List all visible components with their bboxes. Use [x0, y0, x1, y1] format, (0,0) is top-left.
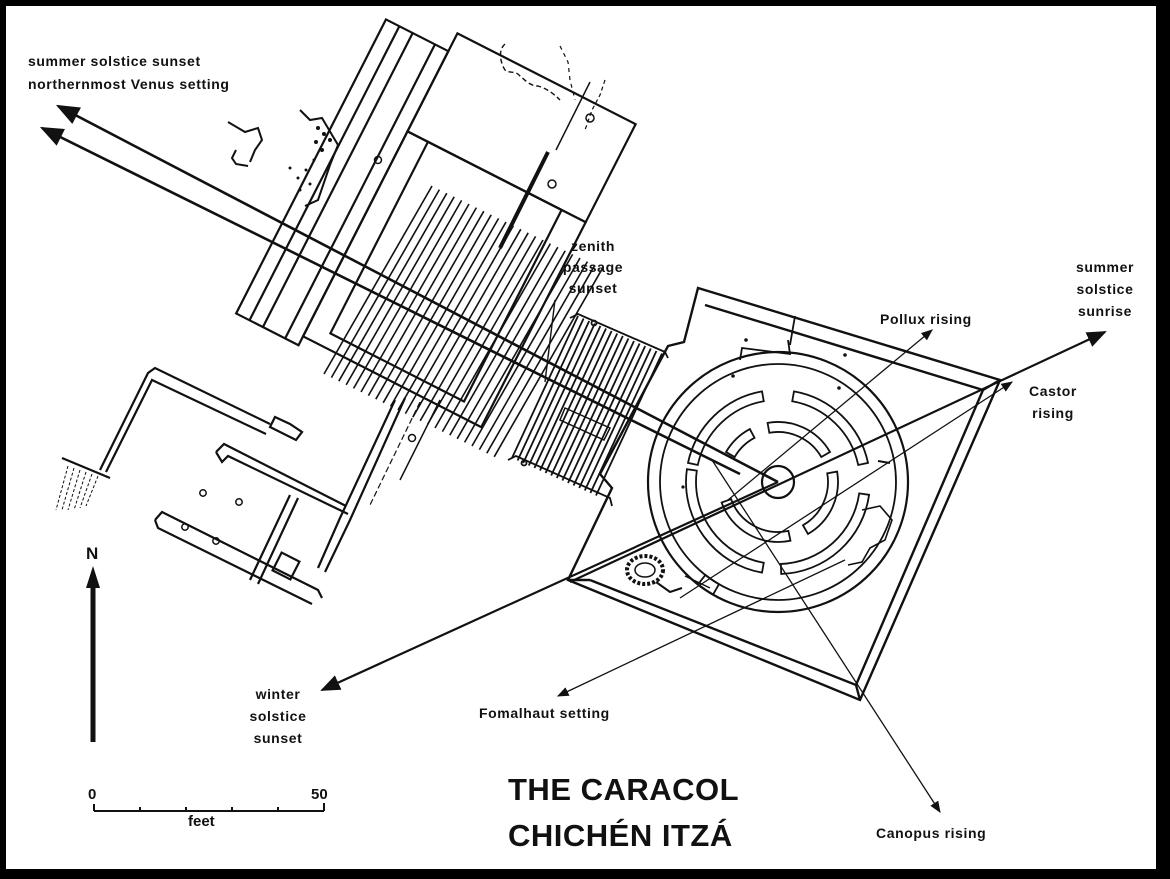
- stair-tread: [323, 185, 433, 375]
- rotunda-wall-segment: [779, 492, 871, 575]
- stair-tread: [471, 257, 581, 447]
- stair-tread: [583, 348, 652, 491]
- main-stairway: [323, 185, 603, 458]
- circular-ruin: [625, 554, 683, 594]
- north-arrow-icon: [86, 566, 100, 742]
- label-line: summer: [1075, 259, 1135, 275]
- stair-tread: [389, 218, 500, 407]
- scale-unit: feet: [188, 813, 215, 830]
- stair-tread: [561, 338, 630, 481]
- label-fomalhaut-setting: Fomalhaut setting: [479, 705, 610, 721]
- label-line: zenith: [570, 238, 616, 254]
- rotunda-wall-segment: [696, 573, 721, 596]
- lower-platform: [234, 17, 638, 458]
- drawing-paper: [6, 6, 1156, 869]
- label-line: sunset: [568, 280, 618, 296]
- stair-tread: [572, 343, 641, 486]
- stair-tread: [516, 318, 585, 461]
- annex-walls: [55, 366, 441, 605]
- stair-tread: [404, 225, 515, 414]
- stair-tread: [511, 315, 579, 459]
- label-line: passage: [562, 259, 624, 275]
- label-line: sunrise: [1078, 303, 1132, 319]
- stair-tread: [360, 203, 470, 393]
- ruins-fragment: [227, 109, 340, 207]
- stair-tread: [533, 325, 602, 469]
- stair-tread: [375, 210, 485, 400]
- stair-tread: [544, 330, 613, 474]
- stair-tread: [527, 323, 596, 466]
- scale-max: 50: [311, 786, 328, 803]
- stair-tread: [330, 189, 441, 378]
- title-line-1: THE CARACOL: [508, 772, 740, 807]
- stair-tread: [550, 333, 619, 476]
- sightline-canopus-rising: [711, 459, 941, 813]
- caracol-platform: [566, 286, 1002, 702]
- stair-tread: [352, 200, 463, 389]
- sightline-pollux-rising: [727, 329, 933, 501]
- stair-tread: [449, 246, 559, 436]
- scale-min: 0: [88, 786, 97, 803]
- label-summer-solstice-sunset: summer solstice sunset: [28, 53, 201, 69]
- stair-tread: [522, 320, 591, 464]
- scale-bar: [93, 803, 325, 812]
- rotunda-wall-segment: [801, 470, 839, 536]
- stair-tread: [367, 207, 478, 396]
- stair-tread: [338, 192, 448, 382]
- label-line: rising: [1032, 405, 1074, 421]
- stair-tread: [412, 228, 522, 418]
- stair-tread: [555, 335, 624, 479]
- north-letter: N: [86, 544, 99, 563]
- rotunda-wall-segment: [686, 390, 765, 467]
- sightline-fomalhaut-setting: [556, 559, 846, 697]
- label-canopus-rising: Canopus rising: [876, 825, 987, 841]
- label-pollux-rising: Pollux rising: [880, 311, 972, 327]
- stair-tread: [456, 250, 566, 440]
- sightline-venus-setting: [39, 126, 741, 476]
- stair-tread: [397, 221, 507, 411]
- rotunda-wall-segment: [791, 390, 870, 467]
- stair-tread: [463, 254, 574, 443]
- sightline-summer-solstice-sunset: [55, 104, 779, 484]
- label-line: sunset: [253, 730, 303, 746]
- stair-tread: [434, 239, 544, 429]
- stair-tread: [567, 340, 635, 484]
- stair-tread: [419, 232, 529, 422]
- label-northernmost-venus-setting: northernmost Venus setting: [28, 76, 230, 92]
- label-winter-solstice-sunset: winter solstice sunset: [238, 683, 318, 749]
- label-line: solstice: [249, 708, 307, 724]
- label-castor-rising: Castor rising: [1018, 380, 1088, 424]
- stair-tread: [345, 196, 455, 386]
- stair-tread: [426, 236, 537, 425]
- label-zenith-passage-sunset: zenith passage sunset: [550, 236, 636, 299]
- rotunda-wall-segment: [766, 421, 832, 459]
- label-line: Castor: [1029, 383, 1077, 399]
- label-line: winter: [255, 686, 301, 702]
- stair-tread: [578, 345, 647, 489]
- stair-tread: [539, 328, 607, 471]
- sight-lines: [39, 104, 1107, 813]
- rotunda-wall-segment: [724, 427, 756, 459]
- sightline-castor-rising: [679, 381, 1013, 599]
- label-line: solstice: [1076, 281, 1134, 297]
- sightline-winter-solstice-sunset: [320, 480, 779, 692]
- stair-tread: [441, 243, 552, 432]
- sightline-summer-solstice-sunrise: [569, 331, 1107, 583]
- sightline-zenith-passage: [544, 299, 556, 383]
- label-summer-solstice-sunrise: summer solstice sunrise: [1062, 256, 1148, 322]
- stair-tread: [382, 214, 492, 404]
- title-line-2: CHICHÉN ITZÁ: [508, 818, 733, 853]
- rotunda-wall-segment: [685, 468, 765, 574]
